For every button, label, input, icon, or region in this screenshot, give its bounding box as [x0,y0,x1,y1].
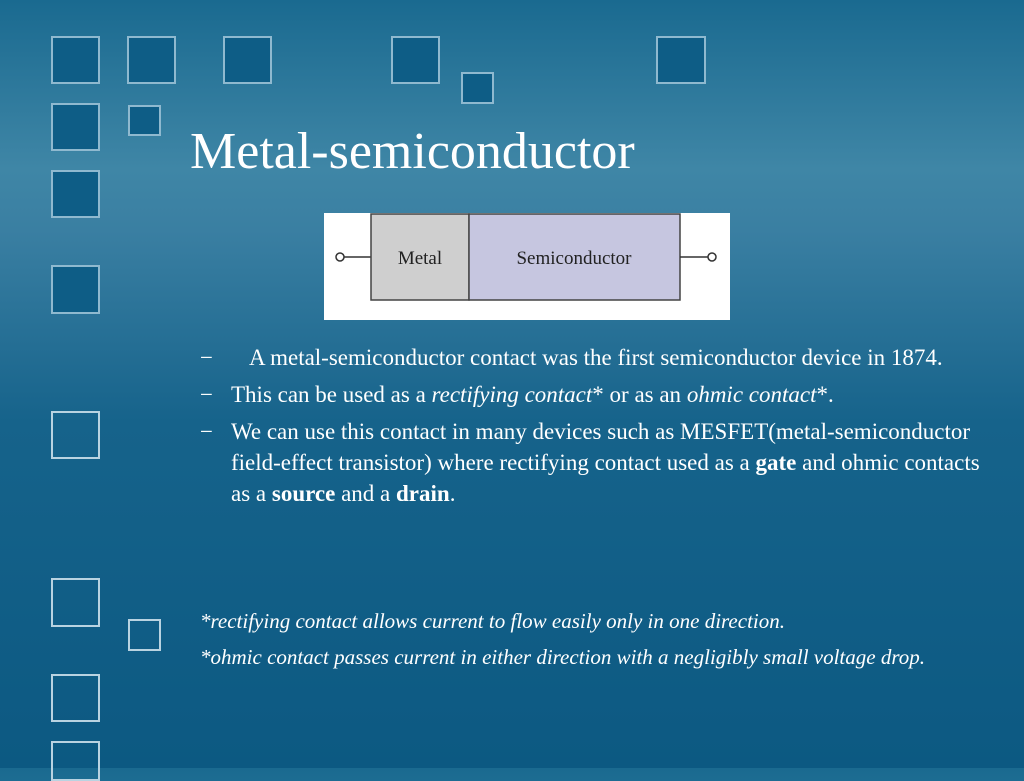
source-term: source [271,481,336,506]
bullet-text: A metal-semiconductor contact was the fi… [249,345,943,370]
metal-label: Metal [398,248,442,269]
bullet-list: − A metal-semiconductor contact was the … [200,342,1000,515]
bullet-dash: − [200,345,213,370]
footnote-ohmic: *ohmic contact passes current in either … [200,645,925,669]
ohmic-contact-term: ohmic contact [686,382,817,407]
drain-term: drain [396,481,450,506]
bullet-text: This can be used as a [231,382,432,407]
decor-square [128,619,161,651]
bullet-text: * or as an [592,382,687,407]
footnote-rectifying: *rectifying contact allows current to fl… [200,609,785,633]
bullet-text: . [449,481,456,506]
semiconductor-label: Semiconductor [516,248,632,269]
decor-square [223,36,272,84]
bullet-text: and ohmic contacts as a [231,450,980,506]
decor-square [51,265,100,314]
decor-square [656,36,706,84]
decor-square [128,105,161,136]
bullet-dash: − [200,419,213,444]
gate-term: gate [755,450,797,475]
left-terminal [335,252,345,262]
decor-square [51,36,100,84]
decor-square [51,741,100,781]
footnotes: *rectifying contact allows current to fl… [200,606,980,678]
semiconductor-region [468,213,681,301]
decor-square [51,578,100,627]
decor-square [391,36,440,84]
bullet-text: We can use this contact in many devices … [231,419,971,475]
bullet-text: *. [816,382,834,407]
bullet-dash: − [200,382,213,407]
right-terminal [707,252,717,262]
rectifying-contact-term: rectifying contact [431,382,593,407]
decor-square [51,674,100,722]
decor-square [51,103,100,151]
metal-semiconductor-diagram: Metal Semiconductor [324,213,730,320]
decor-square [51,411,100,459]
decor-square [127,36,176,84]
bullet-item: − We can use this contact in many device… [200,416,1000,509]
decor-square [461,72,494,104]
bullet-item: − This can be used as a rectifying conta… [200,379,1000,410]
slide-title: Metal-semiconductor [190,123,635,180]
bullet-item: − A metal-semiconductor contact was the … [200,342,1000,373]
decor-square [51,170,100,218]
bullet-text: and a [335,481,396,506]
